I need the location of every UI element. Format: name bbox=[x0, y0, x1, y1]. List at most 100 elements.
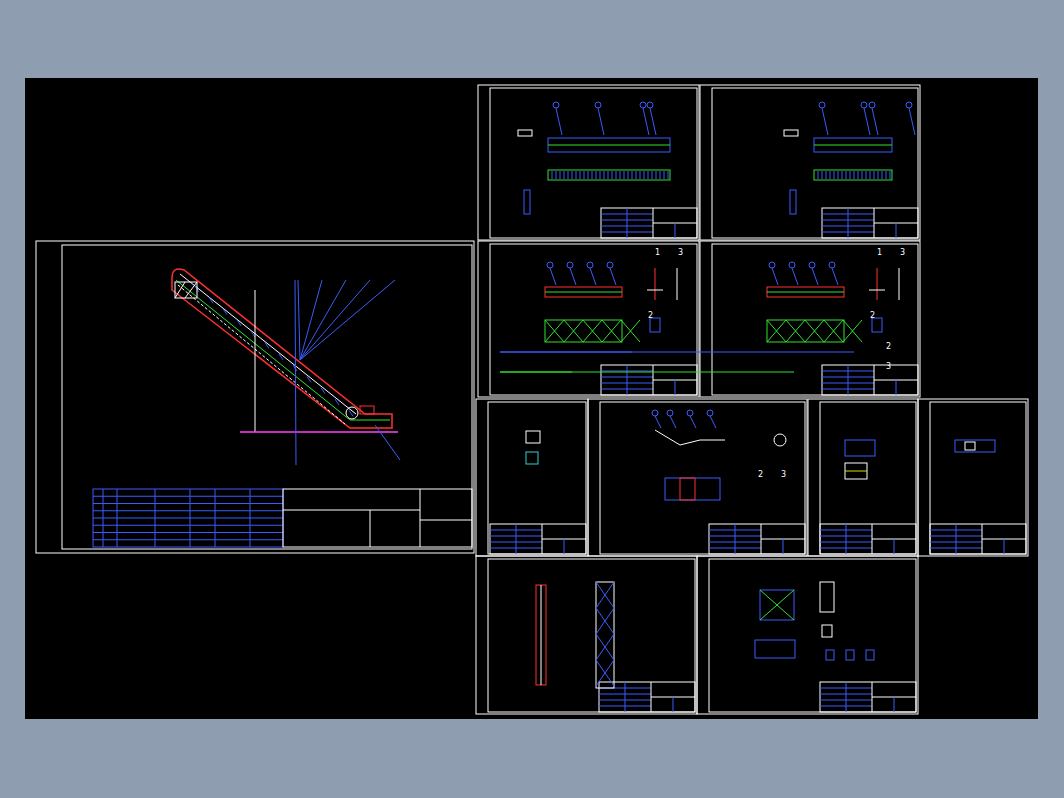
cad-line bbox=[621, 320, 640, 342]
cad-line bbox=[93, 525, 283, 526]
cad-line bbox=[899, 268, 900, 300]
cad-line bbox=[956, 524, 957, 554]
cad-line bbox=[176, 280, 390, 420]
callout-number: 2 bbox=[886, 342, 891, 351]
cad-line bbox=[295, 280, 296, 465]
callout-balloon bbox=[667, 410, 673, 416]
cad-line bbox=[526, 452, 538, 464]
cad-line bbox=[500, 372, 794, 373]
cad-line bbox=[600, 402, 805, 554]
cad-line bbox=[655, 416, 661, 428]
cad-line bbox=[598, 108, 604, 135]
cad-line bbox=[209, 297, 213, 303]
cad-line bbox=[300, 280, 346, 360]
cad-line bbox=[223, 309, 227, 315]
cad-line bbox=[848, 208, 849, 238]
model-space bbox=[25, 78, 1038, 719]
cad-line bbox=[298, 280, 300, 360]
cad-line bbox=[822, 625, 832, 637]
cad-line bbox=[476, 556, 697, 714]
cad-line bbox=[596, 634, 614, 660]
cad-line bbox=[870, 171, 871, 179]
cad-line bbox=[602, 320, 621, 342]
cad-line bbox=[767, 320, 844, 342]
cad-line bbox=[650, 318, 660, 332]
cad-line bbox=[652, 171, 653, 179]
cad-line bbox=[93, 496, 283, 497]
cad-line bbox=[604, 171, 605, 179]
cad-line bbox=[930, 524, 1026, 554]
cad-line bbox=[640, 171, 641, 179]
cad-line bbox=[820, 682, 916, 712]
cad-line bbox=[845, 463, 867, 479]
cad-line bbox=[572, 171, 573, 179]
cad-line bbox=[656, 171, 657, 179]
callout-balloon bbox=[595, 102, 601, 108]
cad-line bbox=[583, 320, 602, 342]
cad-line bbox=[550, 268, 556, 285]
cad-line bbox=[772, 268, 778, 285]
cad-line bbox=[894, 697, 895, 712]
cad-line bbox=[583, 320, 602, 342]
cad-line bbox=[760, 590, 794, 620]
cad-line bbox=[237, 320, 241, 326]
cad-line bbox=[250, 489, 251, 547]
cad-line bbox=[370, 510, 371, 547]
cad-line bbox=[627, 365, 628, 395]
cad-line bbox=[644, 171, 645, 179]
cad-line bbox=[824, 320, 843, 342]
cad-line bbox=[625, 682, 626, 712]
cad-line bbox=[814, 138, 892, 152]
cad-line bbox=[709, 524, 805, 554]
cad-line bbox=[866, 171, 867, 179]
cad-line bbox=[848, 365, 849, 395]
cad-line bbox=[628, 171, 629, 179]
callout-number: 3 bbox=[678, 248, 683, 257]
cad-line bbox=[283, 489, 472, 547]
cad-line bbox=[805, 320, 824, 342]
callout-number: 2 bbox=[648, 311, 653, 320]
cad-line bbox=[518, 130, 532, 136]
cad-line bbox=[360, 406, 374, 414]
cad-line bbox=[175, 282, 185, 298]
cad-line bbox=[814, 170, 892, 180]
cad-line bbox=[826, 171, 827, 179]
cad-line bbox=[675, 223, 676, 238]
cad-line bbox=[792, 268, 798, 285]
callout-number: 2 bbox=[758, 470, 763, 479]
cad-line bbox=[814, 145, 892, 146]
cad-line bbox=[896, 380, 897, 395]
cad-line bbox=[300, 280, 395, 360]
cad-line bbox=[488, 402, 586, 554]
cad-line bbox=[488, 559, 695, 712]
cad-line bbox=[783, 539, 784, 554]
cad-line bbox=[596, 660, 614, 686]
cad-line bbox=[812, 268, 818, 285]
cad-line bbox=[767, 287, 844, 297]
cad-line bbox=[712, 88, 918, 238]
pulley-view bbox=[774, 434, 786, 446]
cad-line bbox=[541, 585, 542, 685]
callout-number: 1 bbox=[655, 248, 660, 257]
cad-line bbox=[858, 171, 859, 179]
cad-line bbox=[664, 171, 665, 179]
cad-line bbox=[548, 138, 670, 152]
cad-line bbox=[155, 489, 156, 547]
callout-number: 2 bbox=[870, 311, 875, 320]
cad-line bbox=[490, 524, 586, 554]
cad-line bbox=[668, 171, 669, 179]
cad-line bbox=[545, 292, 622, 293]
cad-line bbox=[548, 145, 670, 146]
cad-line bbox=[878, 171, 879, 179]
cad-line bbox=[279, 354, 283, 360]
cad-line bbox=[767, 320, 786, 342]
cad-line bbox=[580, 171, 581, 179]
cad-line bbox=[710, 416, 716, 428]
cad-line bbox=[850, 171, 851, 179]
cad-line bbox=[1004, 539, 1005, 554]
cad-line bbox=[854, 171, 855, 179]
callout-balloon bbox=[809, 262, 815, 268]
cad-line bbox=[832, 268, 838, 285]
cad-line bbox=[786, 320, 805, 342]
callout-balloon bbox=[906, 102, 912, 108]
